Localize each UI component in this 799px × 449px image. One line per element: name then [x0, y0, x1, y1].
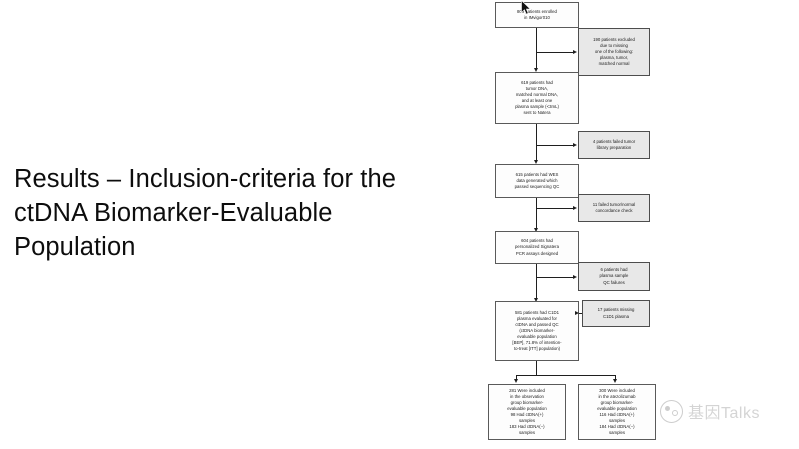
connector-to-observation [516, 375, 517, 381]
arrowhead-down-observation [514, 379, 518, 383]
arrowhead-down-bep [534, 298, 538, 302]
arrowhead-down-wes [534, 160, 538, 164]
arrowhead-right-failed-concordance [573, 206, 577, 210]
flow-node-failed-library: 4 patients failed tumor library preparat… [578, 131, 650, 159]
arrowhead-down-signatera [534, 228, 538, 232]
watermark-text: 基因Talks [688, 405, 760, 422]
flow-node-plasma-qc-failures: 6 patients had plasma sample QC failures [578, 262, 650, 291]
connector-bep-split [516, 375, 615, 376]
arrowhead-down-tumor-dna [534, 68, 538, 72]
arrowhead-right-plasma-qc-failures [573, 275, 577, 279]
connector-to-plasma-qc-failures [536, 277, 574, 278]
flow-node-wes-data: 615 patients had WES data generated whic… [495, 164, 579, 198]
connector-to-excluded [536, 52, 574, 53]
flow-node-failed-concordance: 11 failed tumor/normal concordance check [578, 194, 650, 222]
flow-node-observation-group: 281 Were included in the observation gro… [488, 384, 566, 440]
connector-to-failed-library [536, 145, 574, 146]
mouse-pointer-icon [521, 0, 532, 15]
panda-circle-icon [660, 399, 683, 423]
connector-wes-to-signatera [536, 198, 537, 230]
connector-bep-stem [536, 361, 537, 375]
arrowhead-right-failed-library [573, 143, 577, 147]
page-title: Results – Inclusion-criteria for the ctD… [14, 165, 397, 261]
connector-enrolled-to-tumor-dna [536, 28, 537, 70]
flow-node-signatera-assays: 604 patients had personalized Signatera … [495, 231, 579, 264]
connector-to-atezolizumab [615, 375, 616, 381]
flow-node-bep: 581 patients had C1D1 plasma evaluated f… [495, 301, 579, 361]
connector-to-failed-concordance [536, 208, 574, 209]
flow-node-atezolizumab-group: 300 Were included in the atezolizumab gr… [578, 384, 656, 440]
flow-node-enrolled: 809 patients enrolled in IMvigor010 [495, 2, 579, 28]
arrowhead-down-atezolizumab [613, 379, 617, 383]
inclusion-criteria-flowchart: 809 patients enrolled in IMvigor010 190 … [470, 0, 799, 449]
flow-node-excluded-missing: 190 patients excluded due to missing one… [578, 28, 650, 76]
watermark: 基因Talks [660, 399, 760, 423]
connector-tumor-dna-to-wes [536, 124, 537, 162]
flow-node-tumor-dna: 619 patients had tumor DNA, matched norm… [495, 72, 579, 124]
flow-node-missing-c1d1: 17 patients missing C1D1 plasma [582, 300, 650, 327]
arrowhead-right-excluded [573, 50, 577, 54]
connector-signatera-to-bep [536, 264, 537, 300]
arrowhead-right-missing-c1d1 [575, 311, 579, 315]
